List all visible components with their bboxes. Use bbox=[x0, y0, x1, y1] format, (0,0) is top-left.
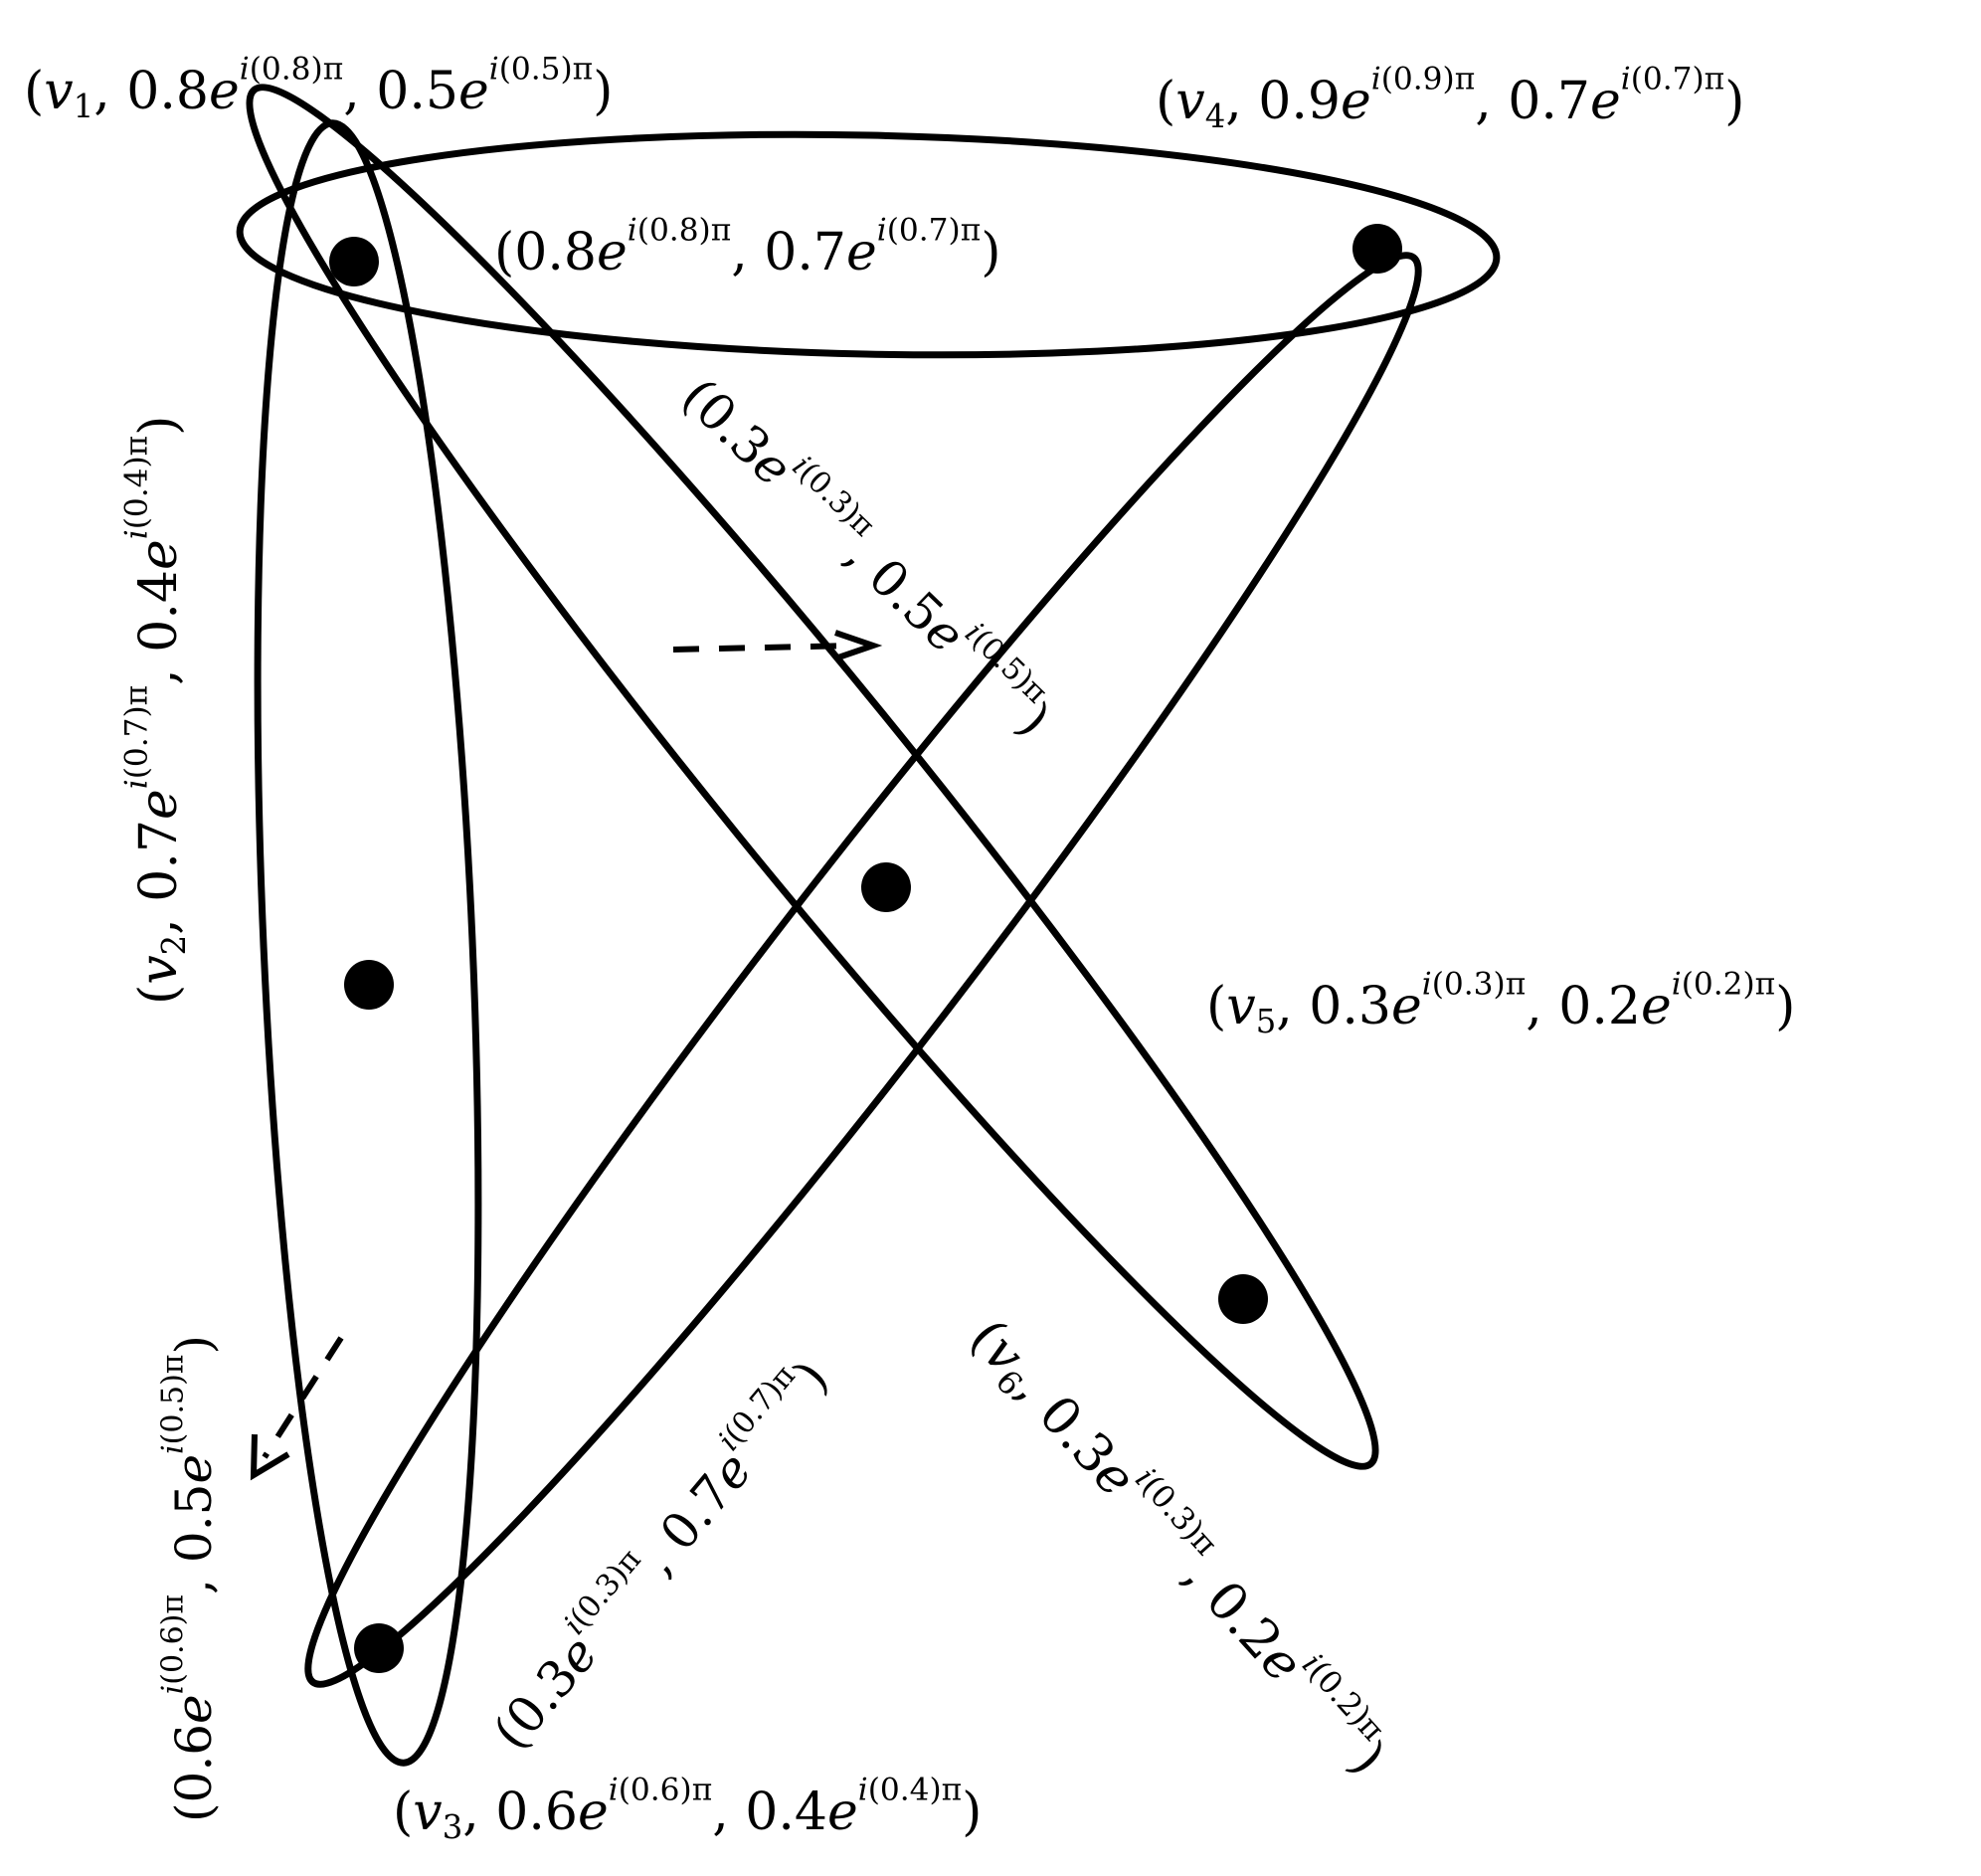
vertex-v4 bbox=[1352, 224, 1402, 274]
label-vertex-v5: (v5, 0.3ei(0.3)π, 0.2ei(0.2)π) bbox=[1206, 966, 1796, 1041]
vertex-v1 bbox=[329, 237, 379, 286]
vertex-v3 bbox=[354, 1623, 404, 1673]
hyperedge-diagonal-up bbox=[304, 252, 1422, 1688]
hyperedge-top bbox=[236, 130, 1501, 359]
arrow-head-down-left bbox=[250, 1433, 290, 1481]
label-vertex-v2: (v2, 0.7ei(0.7)π, 0.4ei(0.4)π) bbox=[118, 415, 194, 1005]
label-vertex-v4: (v4, 0.9ei(0.9)π, 0.7ei(0.7)π) bbox=[1156, 61, 1745, 136]
label-vertex-v1: (v1, 0.8ei(0.8)π, 0.5ei(0.5)π) bbox=[24, 51, 614, 126]
dashed-arrow-down-left bbox=[262, 1336, 344, 1459]
vertex-v2 bbox=[344, 960, 394, 1010]
dashed-arrow-right bbox=[672, 643, 854, 653]
label-edge-top: (0.8ei(0.8)π, 0.7ei(0.7)π) bbox=[494, 212, 1001, 282]
vertex-v6 bbox=[1218, 1274, 1268, 1324]
hyperedge-diagonal-down bbox=[246, 84, 1379, 1470]
label-vertex-v3: (v3, 0.6ei(0.6)π, 0.4ei(0.4)π) bbox=[393, 1772, 983, 1847]
label-edge-left: (0.6ei(0.6)π, 0.5ei(0.5)π) bbox=[155, 1334, 224, 1822]
vertex-v5 bbox=[861, 862, 911, 912]
arrow-head-right bbox=[834, 630, 883, 661]
